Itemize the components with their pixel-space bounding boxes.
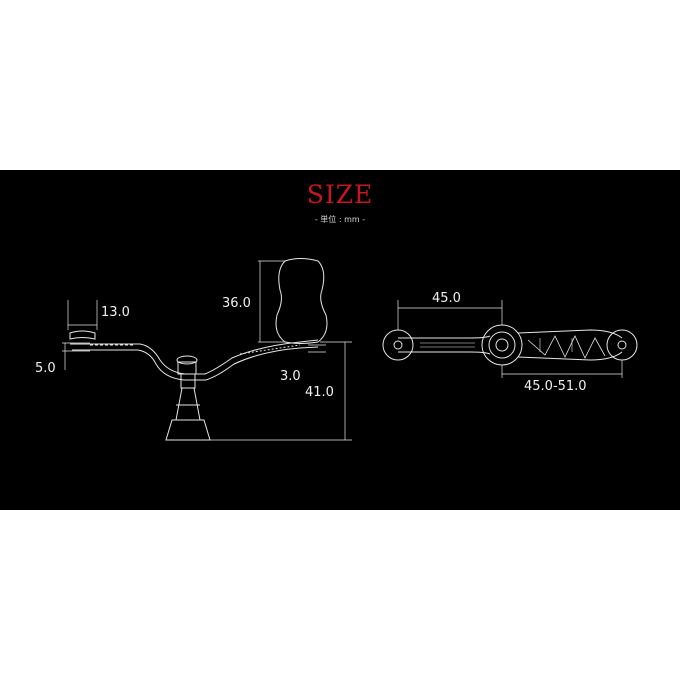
center-hub	[481, 324, 523, 366]
dim-arm-thickness: 5.0	[35, 361, 56, 376]
dim-knob-width: 13.0	[101, 305, 130, 320]
large-knob	[275, 258, 328, 344]
dim-knob-height: 36.0	[222, 296, 251, 311]
side-view-dimension-lines	[62, 260, 352, 441]
page-title: SIZE	[306, 180, 374, 209]
left-arm	[398, 335, 491, 355]
side-base	[165, 355, 211, 441]
right-arm	[517, 329, 623, 361]
side-view-drawing	[69, 258, 328, 441]
top-view-dimension-lines	[397, 300, 623, 378]
dim-total-height: 41.0	[305, 385, 334, 400]
diagram-banner	[0, 170, 680, 510]
dim-right-arm-length: 45.0-51.0	[524, 379, 587, 394]
dim-left-arm-length: 45.0	[432, 291, 461, 306]
unit-label: - 単位 : mm -	[314, 215, 366, 224]
small-knob	[69, 330, 96, 340]
dim-knob-offset: 3.0	[280, 369, 301, 384]
top-view-drawing	[382, 324, 638, 366]
left-knob-circle	[382, 329, 414, 361]
right-knob-circle	[606, 329, 638, 361]
side-arm	[70, 339, 319, 375]
